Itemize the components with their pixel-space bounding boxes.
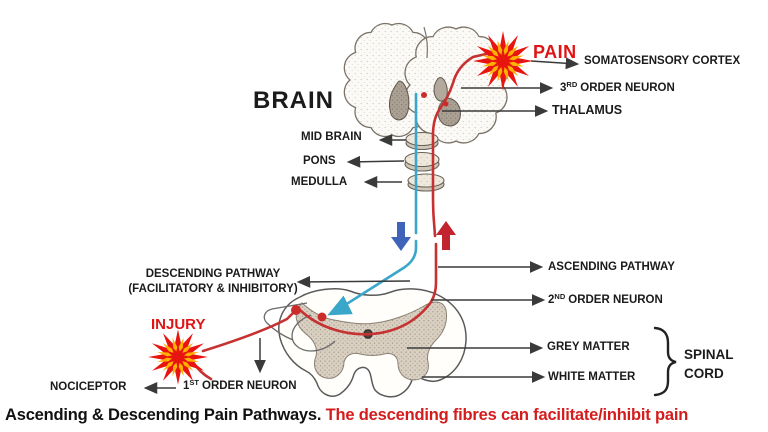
label-pain: PAIN [533, 42, 577, 62]
label-nociceptor: NOCICEPTOR [50, 381, 127, 393]
caption-red-text: The descending fibres can facilitate/inh… [321, 406, 689, 424]
label-ascending-pathway: ASCENDING PATHWAY [548, 261, 675, 273]
ascending-pathway-line [298, 52, 488, 336]
label-spinal-cord: SPINAL CORD [684, 347, 734, 381]
descending-block-arrow-icon [391, 222, 411, 251]
label-medulla: MEDULLA [291, 176, 348, 188]
arrow-pons [346, 155, 405, 168]
label-arrows [143, 57, 580, 394]
spinal-cord-brace [653, 326, 677, 397]
thalamus-nuclei [389, 77, 461, 127]
arrow-descending-pathway [296, 275, 411, 288]
label-descending-pathway: DESCENDING PATHWAY (FACILITATORY & INHIB… [128, 268, 298, 295]
caption: Ascending & Descending Pain Pathways. Th… [5, 406, 768, 425]
label-thalamus: THALAMUS [552, 103, 623, 117]
synapse-dots [291, 92, 449, 322]
ascending-block-arrow-icon [436, 221, 456, 250]
brainstem-discs [404, 131, 445, 192]
label-white-matter: WHITE MATTER [548, 371, 636, 383]
label-somatosensory-cortex: SOMATOSENSORY CORTEX [584, 55, 741, 67]
descending-pathway-line [327, 92, 418, 316]
label-mid-brain: MID BRAIN [301, 131, 362, 143]
label-pons: PONS [303, 155, 336, 167]
injury-starburst-icon [148, 329, 208, 385]
caption-black-text: Ascending & Descending Pain Pathways. [5, 406, 322, 424]
label-injury: INJURY [151, 316, 206, 333]
nerve-root-outline [263, 302, 336, 352]
first-order-neuron-fibre [191, 310, 296, 381]
arrow-somatosensory-cortex [530, 57, 580, 70]
brain-outline [343, 22, 508, 144]
label-grey-matter: GREY MATTER [547, 341, 630, 353]
label-brain: BRAIN [253, 87, 334, 114]
